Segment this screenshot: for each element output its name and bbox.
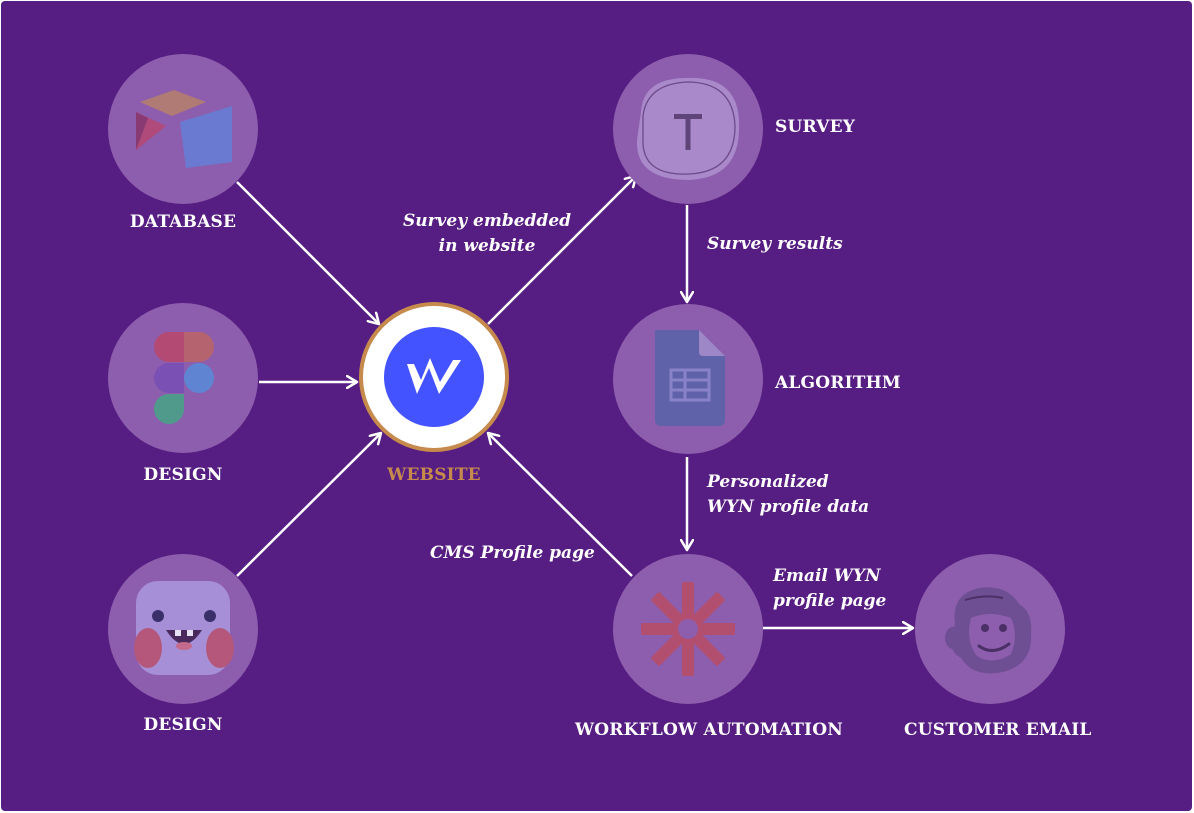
database-node	[108, 54, 258, 204]
arrow-workflow-to-website	[488, 433, 633, 577]
zapier-logo-icon	[641, 582, 735, 676]
customer-email-label: CUSTOMER EMAIL	[904, 720, 1092, 740]
survey-node	[613, 54, 763, 204]
database-label: DATABASE	[129, 212, 237, 232]
algorithm-label: ALGORITHM	[775, 373, 901, 393]
figma-logo-icon	[154, 332, 214, 424]
website-node	[359, 302, 509, 452]
edge-label-survey-results: Survey results	[707, 234, 843, 254]
edge-label-personalized: Personalized WYN profile data	[707, 470, 869, 520]
design-label-2: DESIGN	[143, 715, 223, 735]
edge-label-survey-embedded-line1: Survey embedded	[402, 211, 572, 231]
edge-label-survey-embedded-line2: in website	[438, 236, 536, 256]
edge-label-email-wyn-line1: Email WYN	[773, 566, 881, 586]
design-figma-node	[108, 303, 258, 453]
design-label-1: DESIGN	[143, 465, 223, 485]
survey-label: SURVEY	[775, 117, 856, 137]
arrow-database-to-website	[236, 181, 379, 324]
edge-label-personalized-line2: WYN profile data	[707, 497, 870, 517]
google-sheets-icon	[655, 330, 725, 426]
airtable-logo-icon	[136, 90, 232, 168]
edge-label-email-wyn-line2: profile page	[773, 591, 887, 611]
workflow-label: WORKFLOW AUTOMATION	[575, 720, 843, 740]
edge-label-survey-embedded: Survey embedded in website	[397, 209, 577, 259]
edge-label-email-wyn: Email WYN profile page	[773, 564, 886, 614]
webflow-logo-icon	[384, 327, 484, 427]
algorithm-node	[613, 304, 763, 454]
edge-label-personalized-line1: Personalized	[707, 472, 829, 492]
arrow-design2-to-website	[236, 433, 381, 577]
typeform-logo-icon	[636, 77, 740, 180]
monster-face-icon	[134, 581, 234, 675]
design-monster-node	[108, 554, 258, 704]
workflow-node	[613, 554, 763, 704]
website-label: WEBSITE	[387, 465, 481, 485]
arrow-website-to-survey	[487, 176, 636, 325]
edge-label-cms-profile: CMS Profile page	[430, 543, 595, 563]
mailchimp-logo-icon	[945, 587, 1032, 674]
customer-email-node	[915, 554, 1065, 704]
